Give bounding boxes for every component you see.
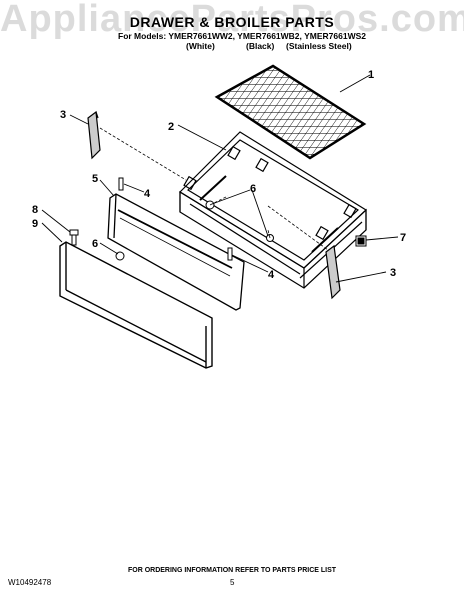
models-line: For Models: YMER7661WW2, YMER7661WB2, YM… xyxy=(118,31,366,41)
clip-part xyxy=(355,235,367,247)
drawer-slide-left xyxy=(87,110,101,160)
callout-7: 7 xyxy=(400,232,406,244)
callout-8: 8 xyxy=(32,204,38,216)
ordering-info-note: FOR ORDERING INFORMATION REFER TO PARTS … xyxy=(127,567,337,574)
alignment-lines xyxy=(99,127,329,251)
drawer-inner-panel-part xyxy=(107,193,245,311)
page-title: DRAWER & BROILER PARTS xyxy=(129,14,335,30)
color-black: (Black) xyxy=(246,41,275,51)
callout-3-left: 3 xyxy=(60,109,66,121)
callout-6-top: 6 xyxy=(250,183,256,195)
drawer-slide-right xyxy=(325,244,341,300)
callout-1: 1 xyxy=(368,69,374,81)
broiler-rack-part xyxy=(214,64,367,160)
callout-4-top: 4 xyxy=(144,188,151,200)
callout-3-right: 3 xyxy=(390,267,396,279)
document-number: W10492478 xyxy=(8,578,52,587)
page-number: 5 xyxy=(230,578,235,587)
callout-9: 9 xyxy=(32,218,38,230)
callout-6-bottom: 6 xyxy=(92,238,98,250)
callout-2: 2 xyxy=(168,121,174,133)
leader-lines xyxy=(41,74,399,283)
bolt-part xyxy=(69,229,79,246)
callout-4-bottom: 4 xyxy=(268,269,275,281)
color-stainless: (Stainless Steel) xyxy=(286,41,352,51)
color-white: (White) xyxy=(186,41,215,51)
drawer-outer-panel-part xyxy=(59,241,213,369)
callout-5: 5 xyxy=(92,173,98,185)
